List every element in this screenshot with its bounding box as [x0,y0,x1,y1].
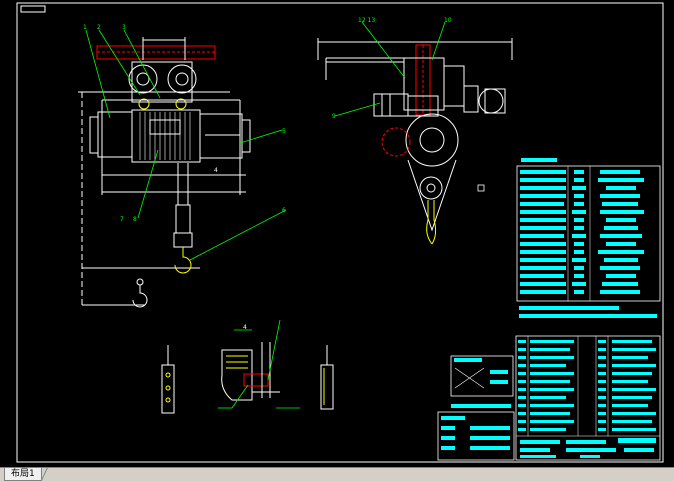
layout-tab-bar: 布局1 [0,467,674,481]
parts-block-a [450,355,514,397]
tab-layout1[interactable]: 布局1 [4,468,42,481]
hoist-front-view [78,37,251,308]
callout-leaders [85,21,446,409]
cursor-marker [477,184,485,192]
tab-divider [41,468,58,480]
callout-5: 5 [282,128,286,135]
parts-list [515,335,661,461]
hoist-side-view [317,38,513,245]
detail-pendant-right [320,345,334,410]
callout-3: 3 [122,24,126,31]
callout-labels: 1 2 3 4 5 6 7 8 9 10 12 13 4 [83,17,452,331]
callout-12-13: 12 13 [358,17,375,24]
drawing-frame [16,2,664,463]
callout-2: 2 [97,24,101,31]
callout-9: 9 [332,113,336,120]
callout-6: 6 [282,207,286,214]
callout-1: 1 [83,24,87,31]
parts-block-b [437,404,515,461]
detail-section [221,342,280,401]
callout-8: 8 [133,216,137,223]
detail-pendant-left [161,345,175,414]
callout-4: 4 [214,167,218,174]
callout-14: 4 [243,324,247,331]
callout-7: 7 [120,216,124,223]
spec-table [516,158,661,318]
callout-10: 10 [444,17,452,24]
